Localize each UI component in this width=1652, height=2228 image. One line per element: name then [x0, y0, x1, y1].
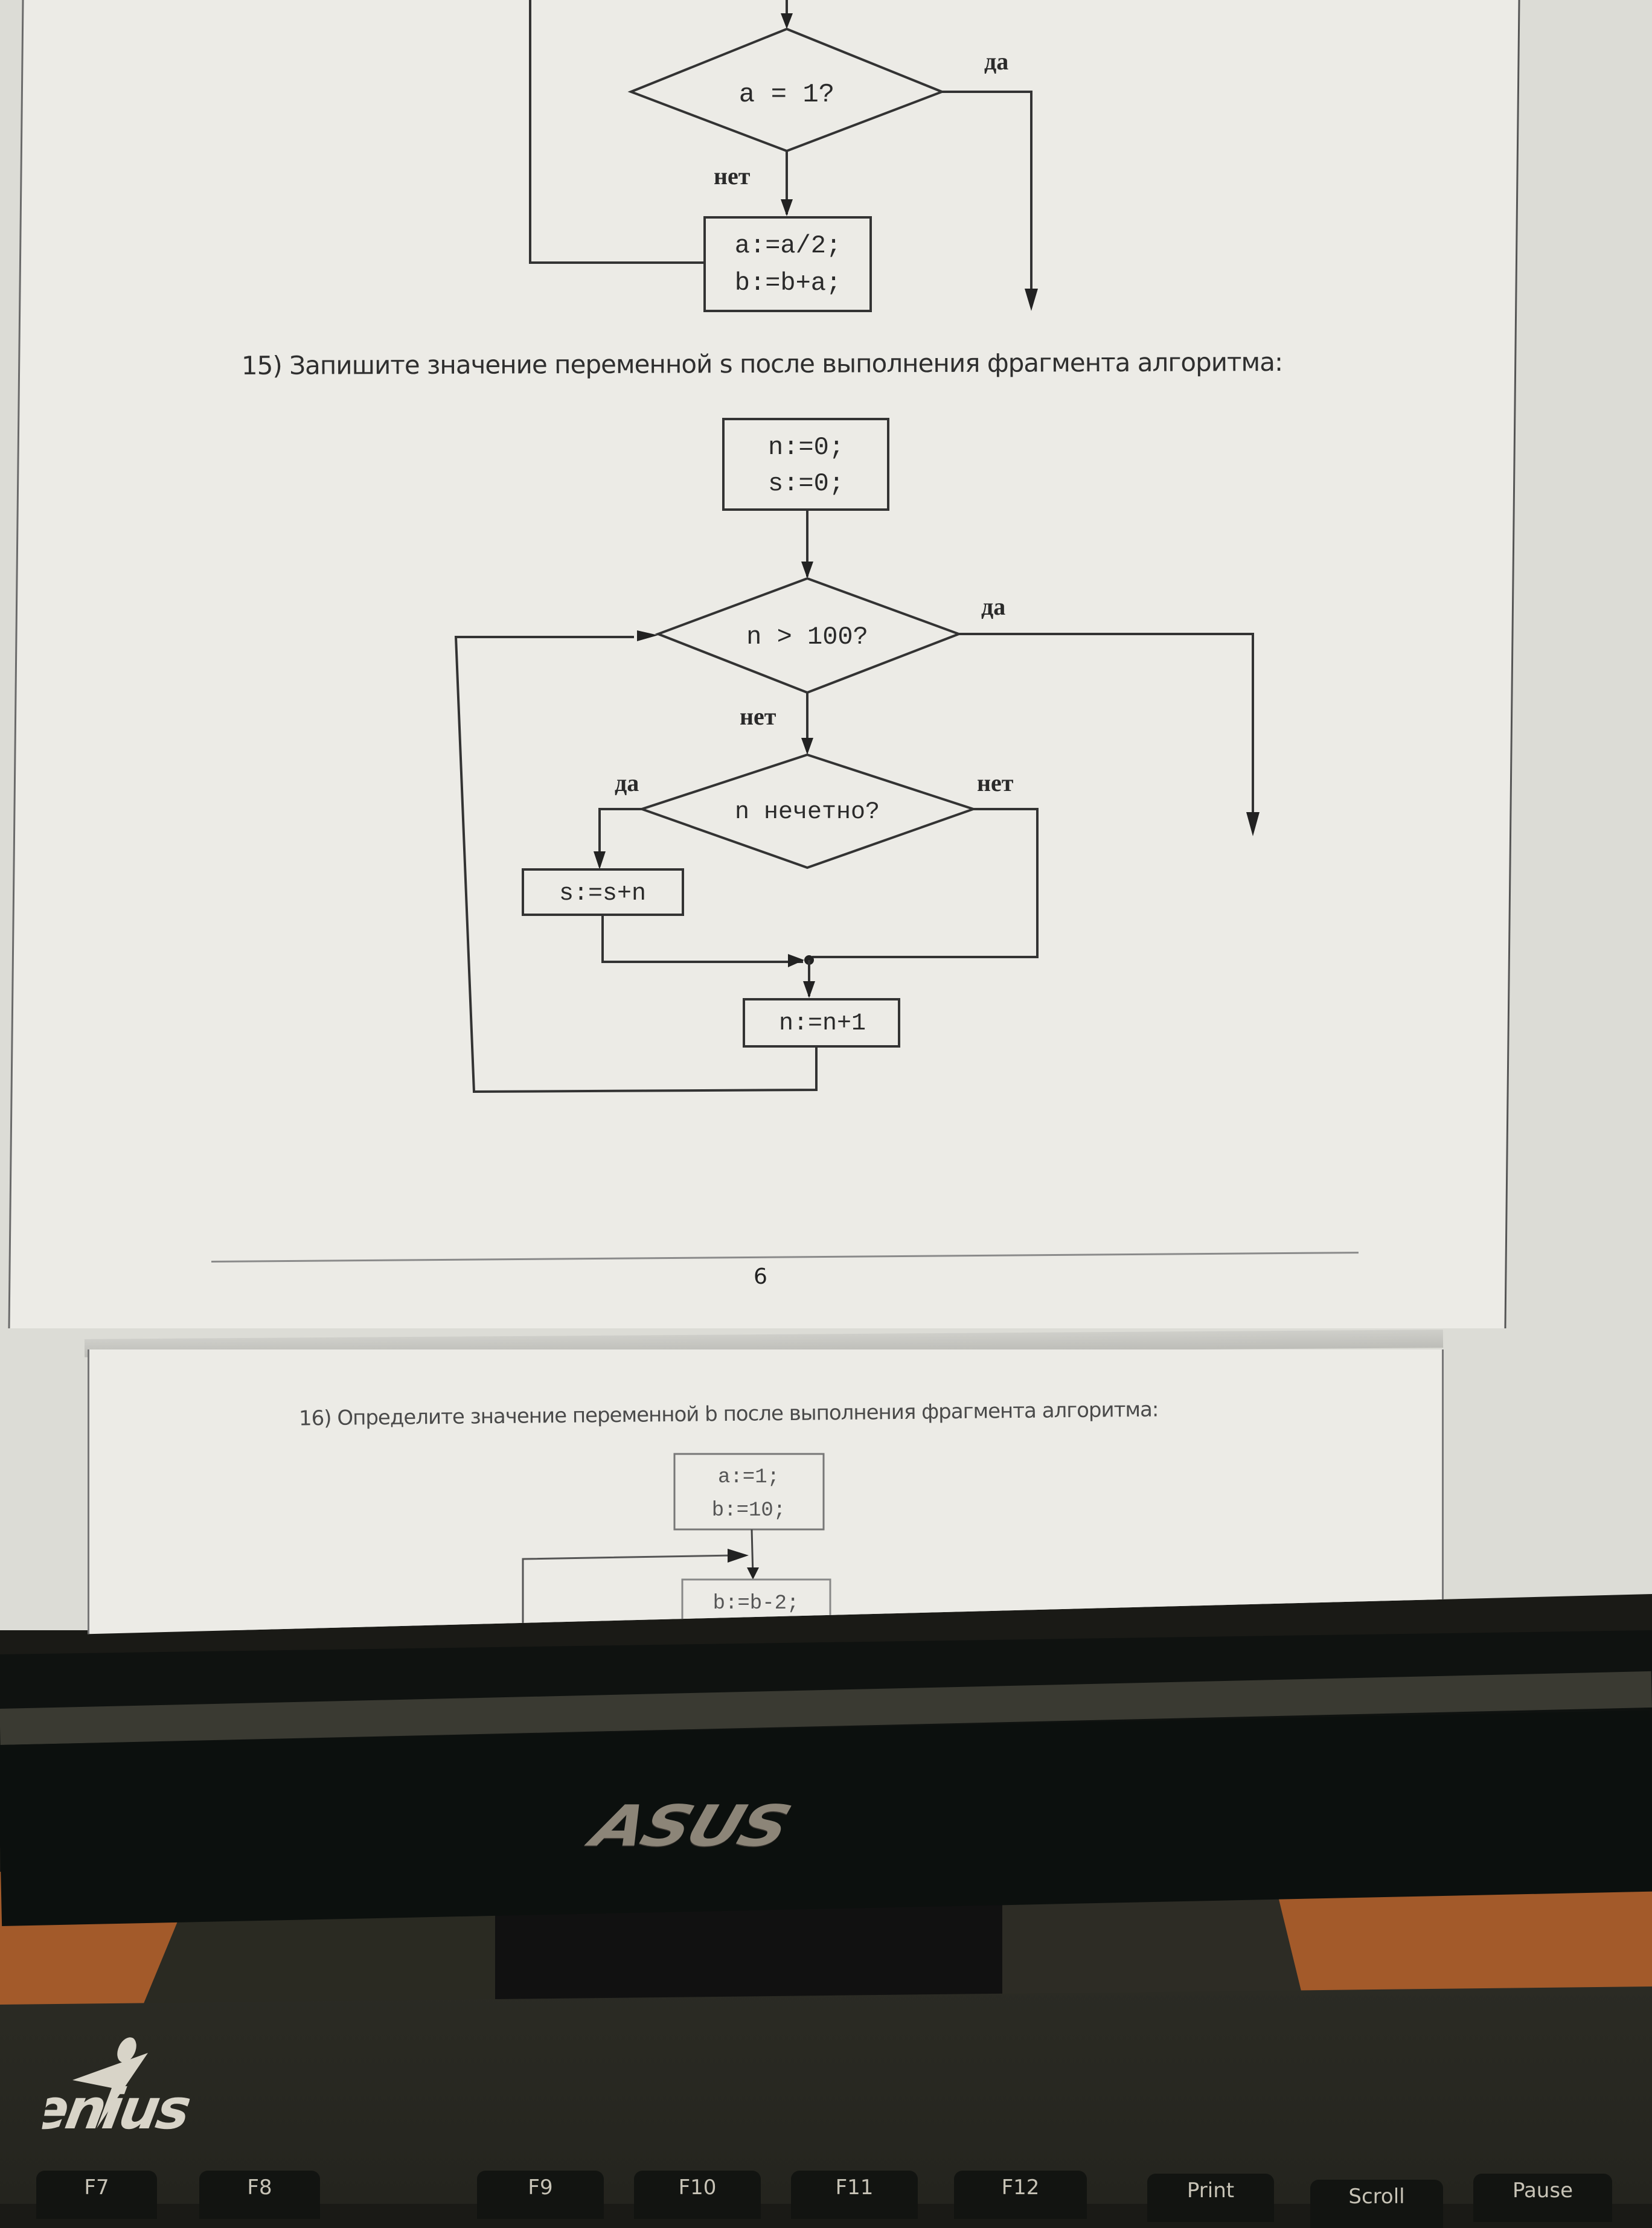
- flowchart-15: n:=0; s:=0; n > 100? да нет n нечетно? д…: [454, 418, 1260, 1093]
- key-pause[interactable]: Pause: [1473, 2174, 1612, 2222]
- no-label: нет: [714, 162, 751, 190]
- key-f10[interactable]: F10: [634, 2171, 761, 2219]
- flowchart-14-tail: a = 1? да нет a:=a/2; b:=b+a;: [529, 0, 1038, 312]
- keyboard: [0, 1986, 1652, 2204]
- parity-yes-label: да: [615, 769, 639, 796]
- parity-no-line: [812, 808, 1039, 958]
- loop-return-line: [454, 636, 818, 1093]
- sum-step: s:=s+n: [559, 880, 646, 908]
- loop-back-line: [529, 0, 705, 264]
- key-print[interactable]: Print: [1147, 2174, 1274, 2222]
- process-line-partial: b:=b-2;: [713, 1592, 799, 1615]
- arrow-head: [801, 562, 813, 578]
- arrow-head: [1025, 289, 1038, 311]
- process-line-1: a:=a/2;: [735, 231, 841, 260]
- arrow-head: [637, 630, 658, 641]
- key-f9[interactable]: F9: [477, 2171, 604, 2219]
- init-line-2: s:=0;: [768, 469, 844, 498]
- decision-condition: a = 1?: [739, 80, 834, 110]
- yes-branch-line: [942, 91, 1032, 305]
- loop-return-line: [522, 1554, 734, 1630]
- loop-no-label: нет: [740, 703, 776, 730]
- genius-logo-mark-icon: [72, 2037, 148, 2128]
- key-f11[interactable]: F11: [791, 2171, 918, 2219]
- parity-decision-diamond: [638, 753, 978, 869]
- process-line-2: b:=b+a;: [735, 269, 841, 298]
- arrow-head: [803, 981, 815, 998]
- key-f8[interactable]: F8: [199, 2171, 320, 2219]
- arrow-head: [1246, 812, 1260, 836]
- sum-merge-line: [601, 915, 803, 963]
- monitor-bezel-lower: [0, 1710, 1652, 1926]
- init-box: [722, 418, 889, 511]
- page-number: 6: [754, 1264, 767, 1289]
- init-line-1: a:=1;: [718, 1466, 780, 1489]
- document-page-7: [88, 1349, 1444, 1636]
- parity-condition: n нечетно?: [735, 799, 880, 826]
- arrow-head: [781, 199, 793, 216]
- parity-no-label: нет: [977, 769, 1014, 796]
- increment-box: [743, 998, 900, 1048]
- monitor-screen: a = 1? да нет a:=a/2; b:=b+a; 15) Запиши…: [0, 0, 1652, 1636]
- init-line-1: n:=0;: [768, 433, 844, 462]
- loop-exit-line: [959, 633, 1254, 827]
- init-box: [673, 1453, 825, 1531]
- process-box: [703, 216, 872, 312]
- arrow-head: [728, 1549, 749, 1563]
- key-f7[interactable]: F7: [36, 2171, 157, 2219]
- yes-label: да: [984, 48, 1008, 75]
- key-f12[interactable]: F12: [954, 2171, 1087, 2219]
- asus-logo: ASUS: [584, 1793, 797, 1859]
- loop-condition: n > 100?: [746, 623, 868, 651]
- increment-step: n:=n+1: [779, 1010, 866, 1037]
- init-line-2: b:=10;: [712, 1499, 786, 1522]
- arrow-head: [747, 1567, 759, 1580]
- arrow-head: [594, 851, 606, 869]
- key-scroll[interactable]: Scroll: [1310, 2180, 1443, 2228]
- flowchart-16: a:=1; b:=10; b:=b-2;: [522, 1453, 831, 1630]
- arrow-head: [801, 738, 813, 755]
- arrow-head: [781, 13, 793, 29]
- loop-yes-label: да: [981, 593, 1005, 620]
- arrow-head: [788, 954, 804, 967]
- parity-yes-line: [598, 808, 642, 866]
